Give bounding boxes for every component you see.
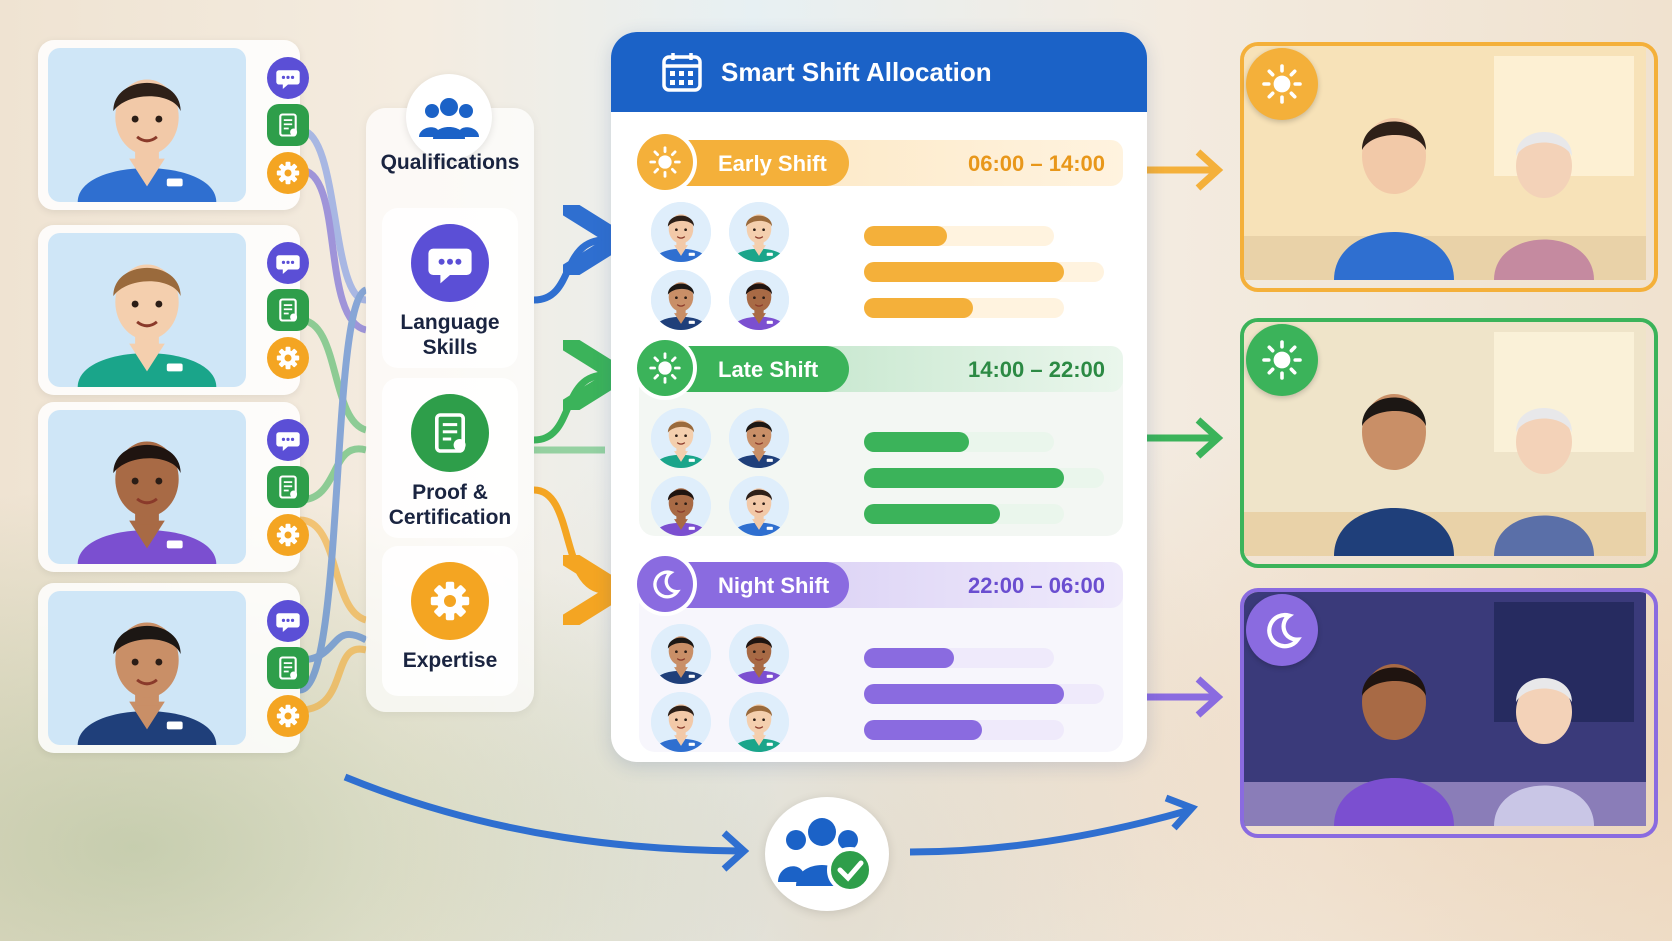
calendar-icon: [662, 53, 702, 92]
staff-card: [38, 583, 309, 753]
sun-icon: [1246, 324, 1318, 396]
chat-bubble-icon: [411, 224, 489, 302]
staff-avatar: [729, 270, 789, 330]
qualification-label: Skills: [422, 336, 478, 359]
team-check-icon: [765, 797, 889, 911]
qualification-label: Certification: [388, 506, 512, 529]
nurse-portrait: [48, 233, 246, 387]
staff-avatar: [729, 202, 789, 262]
moon-icon: [637, 556, 693, 612]
shift-name: Late Shift: [718, 357, 819, 382]
capacity-fill: [864, 504, 1000, 524]
staff-card: [38, 402, 309, 572]
shift-block: Late Shift 14:00 – 22:00: [637, 340, 1123, 536]
qualification-item: Proof &Certification: [382, 378, 518, 538]
shift-time: 14:00 – 22:00: [968, 357, 1105, 382]
certificate-icon: [267, 647, 309, 689]
shift-block: Night Shift 22:00 – 06:00: [637, 556, 1123, 752]
night-care-scene: [1240, 588, 1658, 838]
chat-bubble-icon: [267, 242, 309, 284]
nurse-portrait: [48, 48, 246, 202]
capacity-track: [864, 226, 1054, 246]
shift-header: Early Shift 06:00 – 14:00: [637, 134, 1123, 190]
capacity-fill: [864, 648, 954, 668]
staff-card: [38, 40, 309, 210]
capacity-track: [864, 720, 1064, 740]
staff-avatar: [651, 408, 711, 468]
gear-icon: [267, 337, 309, 379]
capacity-fill: [864, 262, 1064, 282]
gear-icon: [267, 514, 309, 556]
staff-card: [38, 225, 309, 395]
sun-icon: [637, 340, 693, 396]
certificate-icon: [267, 289, 309, 331]
qualification-label: Expertise: [402, 649, 498, 672]
capacity-track: [864, 684, 1104, 704]
capacity-track: [864, 504, 1064, 524]
staff-avatar: [651, 202, 711, 262]
qualifications-title: Qualifications: [380, 151, 520, 174]
staff-avatar: [729, 408, 789, 468]
moon-icon: [1246, 594, 1318, 666]
qualification-label: Language: [400, 311, 500, 334]
gear-icon: [411, 562, 489, 640]
nurse-portrait: [48, 410, 246, 564]
staff-avatar: [651, 476, 711, 536]
capacity-track: [864, 468, 1104, 488]
chat-bubble-icon: [267, 57, 309, 99]
shift-header: Late Shift 14:00 – 22:00: [637, 340, 1123, 396]
staff-avatar: [729, 624, 789, 684]
chat-bubble-icon: [267, 419, 309, 461]
shift-time: 22:00 – 06:00: [968, 573, 1105, 598]
allocation-header: Smart Shift Allocation: [611, 32, 1147, 112]
shift-name: Night Shift: [718, 573, 830, 598]
qualification-label: Proof &: [412, 481, 488, 504]
sun-icon: [1246, 48, 1318, 120]
capacity-fill: [864, 468, 1064, 488]
chat-bubble-icon: [267, 600, 309, 642]
shift-allocation-board: Smart Shift Allocation Early Shift 06:00…: [611, 32, 1147, 762]
capacity-fill: [864, 432, 969, 452]
staff-avatar: [729, 476, 789, 536]
qualification-item: Expertise: [382, 546, 518, 696]
capacity-track: [864, 262, 1104, 282]
certificate-icon: [411, 394, 489, 472]
staff-avatar: [651, 692, 711, 752]
capacity-fill: [864, 684, 1064, 704]
certificate-icon: [267, 466, 309, 508]
nurse-portrait: [48, 591, 246, 745]
capacity-fill: [864, 720, 982, 740]
capacity-track: [864, 298, 1064, 318]
gear-icon: [267, 695, 309, 737]
shift-block: Early Shift 06:00 – 14:00: [637, 134, 1123, 330]
staff-avatar: [729, 692, 789, 752]
capacity-track: [864, 432, 1054, 452]
capacity-track: [864, 648, 1054, 668]
capacity-fill: [864, 298, 973, 318]
capacity-fill: [864, 226, 947, 246]
staff-avatar: [651, 270, 711, 330]
staff-avatar: [651, 624, 711, 684]
shift-header: Night Shift 22:00 – 06:00: [637, 556, 1123, 612]
shift-name: Early Shift: [718, 151, 827, 176]
certificate-icon: [267, 104, 309, 146]
shift-time: 06:00 – 14:00: [968, 151, 1105, 176]
gear-icon: [267, 152, 309, 194]
sun-icon: [637, 134, 693, 190]
group-icon: [406, 74, 492, 160]
allocation-title: Smart Shift Allocation: [721, 56, 992, 87]
